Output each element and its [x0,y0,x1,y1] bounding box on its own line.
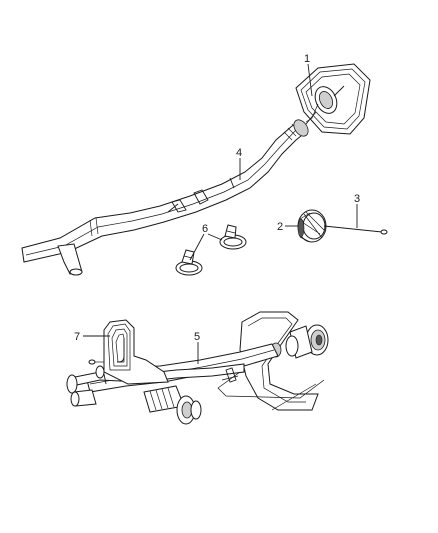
fuel-cap [297,209,327,243]
callout-label-4: 4 [236,147,242,159]
filler-tube-lower [66,311,329,425]
filler-tube-upper [21,119,309,276]
callout-1: 1 [304,53,313,97]
hose-clamp-right [219,224,247,250]
callout-label-7: 7 [74,331,80,343]
callout-6: 6 [189,223,223,261]
hose-clamp-left [175,249,203,276]
fuel-filler-housing [295,63,371,135]
callout-3: 3 [354,193,360,228]
callout-7: 7 [74,331,110,343]
callout-label-2: 2 [277,221,283,233]
callout-5: 5 [194,331,200,364]
callout-label-5: 5 [194,331,200,343]
callout-4: 4 [236,147,242,180]
callout-2: 2 [277,221,298,233]
callout-label-3: 3 [354,193,360,205]
housing-bezel-gasket [88,319,169,385]
callout-label-1: 1 [304,53,310,65]
cap-tether [323,225,388,235]
callout-label-6: 6 [202,223,208,235]
